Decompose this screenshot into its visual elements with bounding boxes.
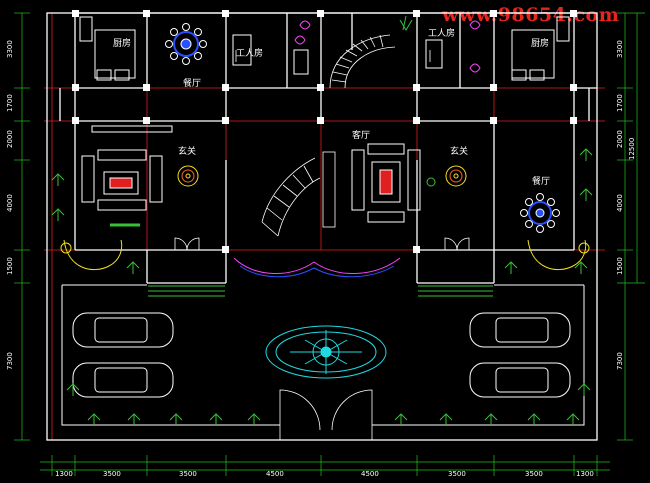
kitchen-left-fixtures bbox=[79, 16, 136, 81]
room-label-kitchen-right: 厨房 bbox=[531, 37, 549, 49]
house-walls bbox=[59, 12, 597, 284]
sofa-set-living bbox=[351, 143, 436, 223]
room-label-foyer-left: 玄关 bbox=[178, 145, 196, 157]
door-swings bbox=[174, 50, 470, 440]
fountain-medallion bbox=[265, 325, 387, 379]
room-label-dining-left: 餐厅 bbox=[183, 77, 201, 89]
dims-bottom: 1300 3500 3500 4500 4500 3500 3500 1300 bbox=[55, 470, 594, 478]
foyer-medallions bbox=[177, 165, 467, 187]
dim-right-1: 3300 bbox=[616, 40, 624, 58]
dim-left-6: 7300 bbox=[6, 352, 14, 370]
ornament-plants-top bbox=[294, 15, 481, 73]
sofa-set-left bbox=[81, 125, 173, 227]
room-label-living: 客厅 bbox=[352, 129, 370, 141]
staircase-upper bbox=[329, 34, 396, 89]
dim-bottom-7: 3500 bbox=[525, 470, 543, 478]
dim-left-3: 2000 bbox=[6, 130, 14, 148]
staircase-spiral bbox=[261, 151, 336, 237]
dim-bottom-6: 3500 bbox=[448, 470, 466, 478]
dim-right-6: 7300 bbox=[616, 352, 624, 370]
dim-left-1: 3300 bbox=[6, 40, 14, 58]
dim-right-2: 1700 bbox=[616, 94, 624, 112]
dim-right-total: 12500 bbox=[628, 138, 636, 160]
dim-right-3: 2000 bbox=[616, 130, 624, 148]
room-label-servant-right: 工人房 bbox=[428, 27, 455, 39]
dim-bottom-4: 4500 bbox=[266, 470, 284, 478]
dim-right-4: 4000 bbox=[616, 194, 624, 212]
parked-cars bbox=[72, 312, 571, 398]
dim-right-5: 1500 bbox=[616, 257, 624, 275]
dim-bottom-3: 3500 bbox=[179, 470, 197, 478]
dining-table-left bbox=[165, 23, 207, 65]
room-label-dining-right: 餐厅 bbox=[532, 175, 550, 187]
kitchen-right-fixtures bbox=[511, 16, 570, 81]
servant-rooms bbox=[232, 34, 443, 75]
dining-table-right bbox=[520, 193, 560, 233]
dim-left-2: 1700 bbox=[6, 94, 14, 112]
room-label-servant-left: 工人房 bbox=[236, 47, 263, 59]
dim-bottom-8: 1300 bbox=[576, 470, 594, 478]
dim-bottom-1: 1300 bbox=[55, 470, 73, 478]
front-steps bbox=[148, 285, 493, 297]
dim-left-5: 1500 bbox=[6, 257, 14, 275]
room-label-foyer-right: 玄关 bbox=[450, 145, 468, 157]
garden-plants bbox=[51, 148, 593, 426]
columns bbox=[72, 10, 577, 253]
dim-bottom-5: 4500 bbox=[361, 470, 379, 478]
dim-bottom-2: 3500 bbox=[103, 470, 121, 478]
dimension-lines bbox=[14, 12, 645, 476]
dim-left-4: 4000 bbox=[6, 194, 14, 212]
driveway bbox=[61, 284, 585, 426]
front-bay-garden bbox=[60, 239, 590, 278]
room-label-kitchen-left: 厨房 bbox=[113, 37, 131, 49]
